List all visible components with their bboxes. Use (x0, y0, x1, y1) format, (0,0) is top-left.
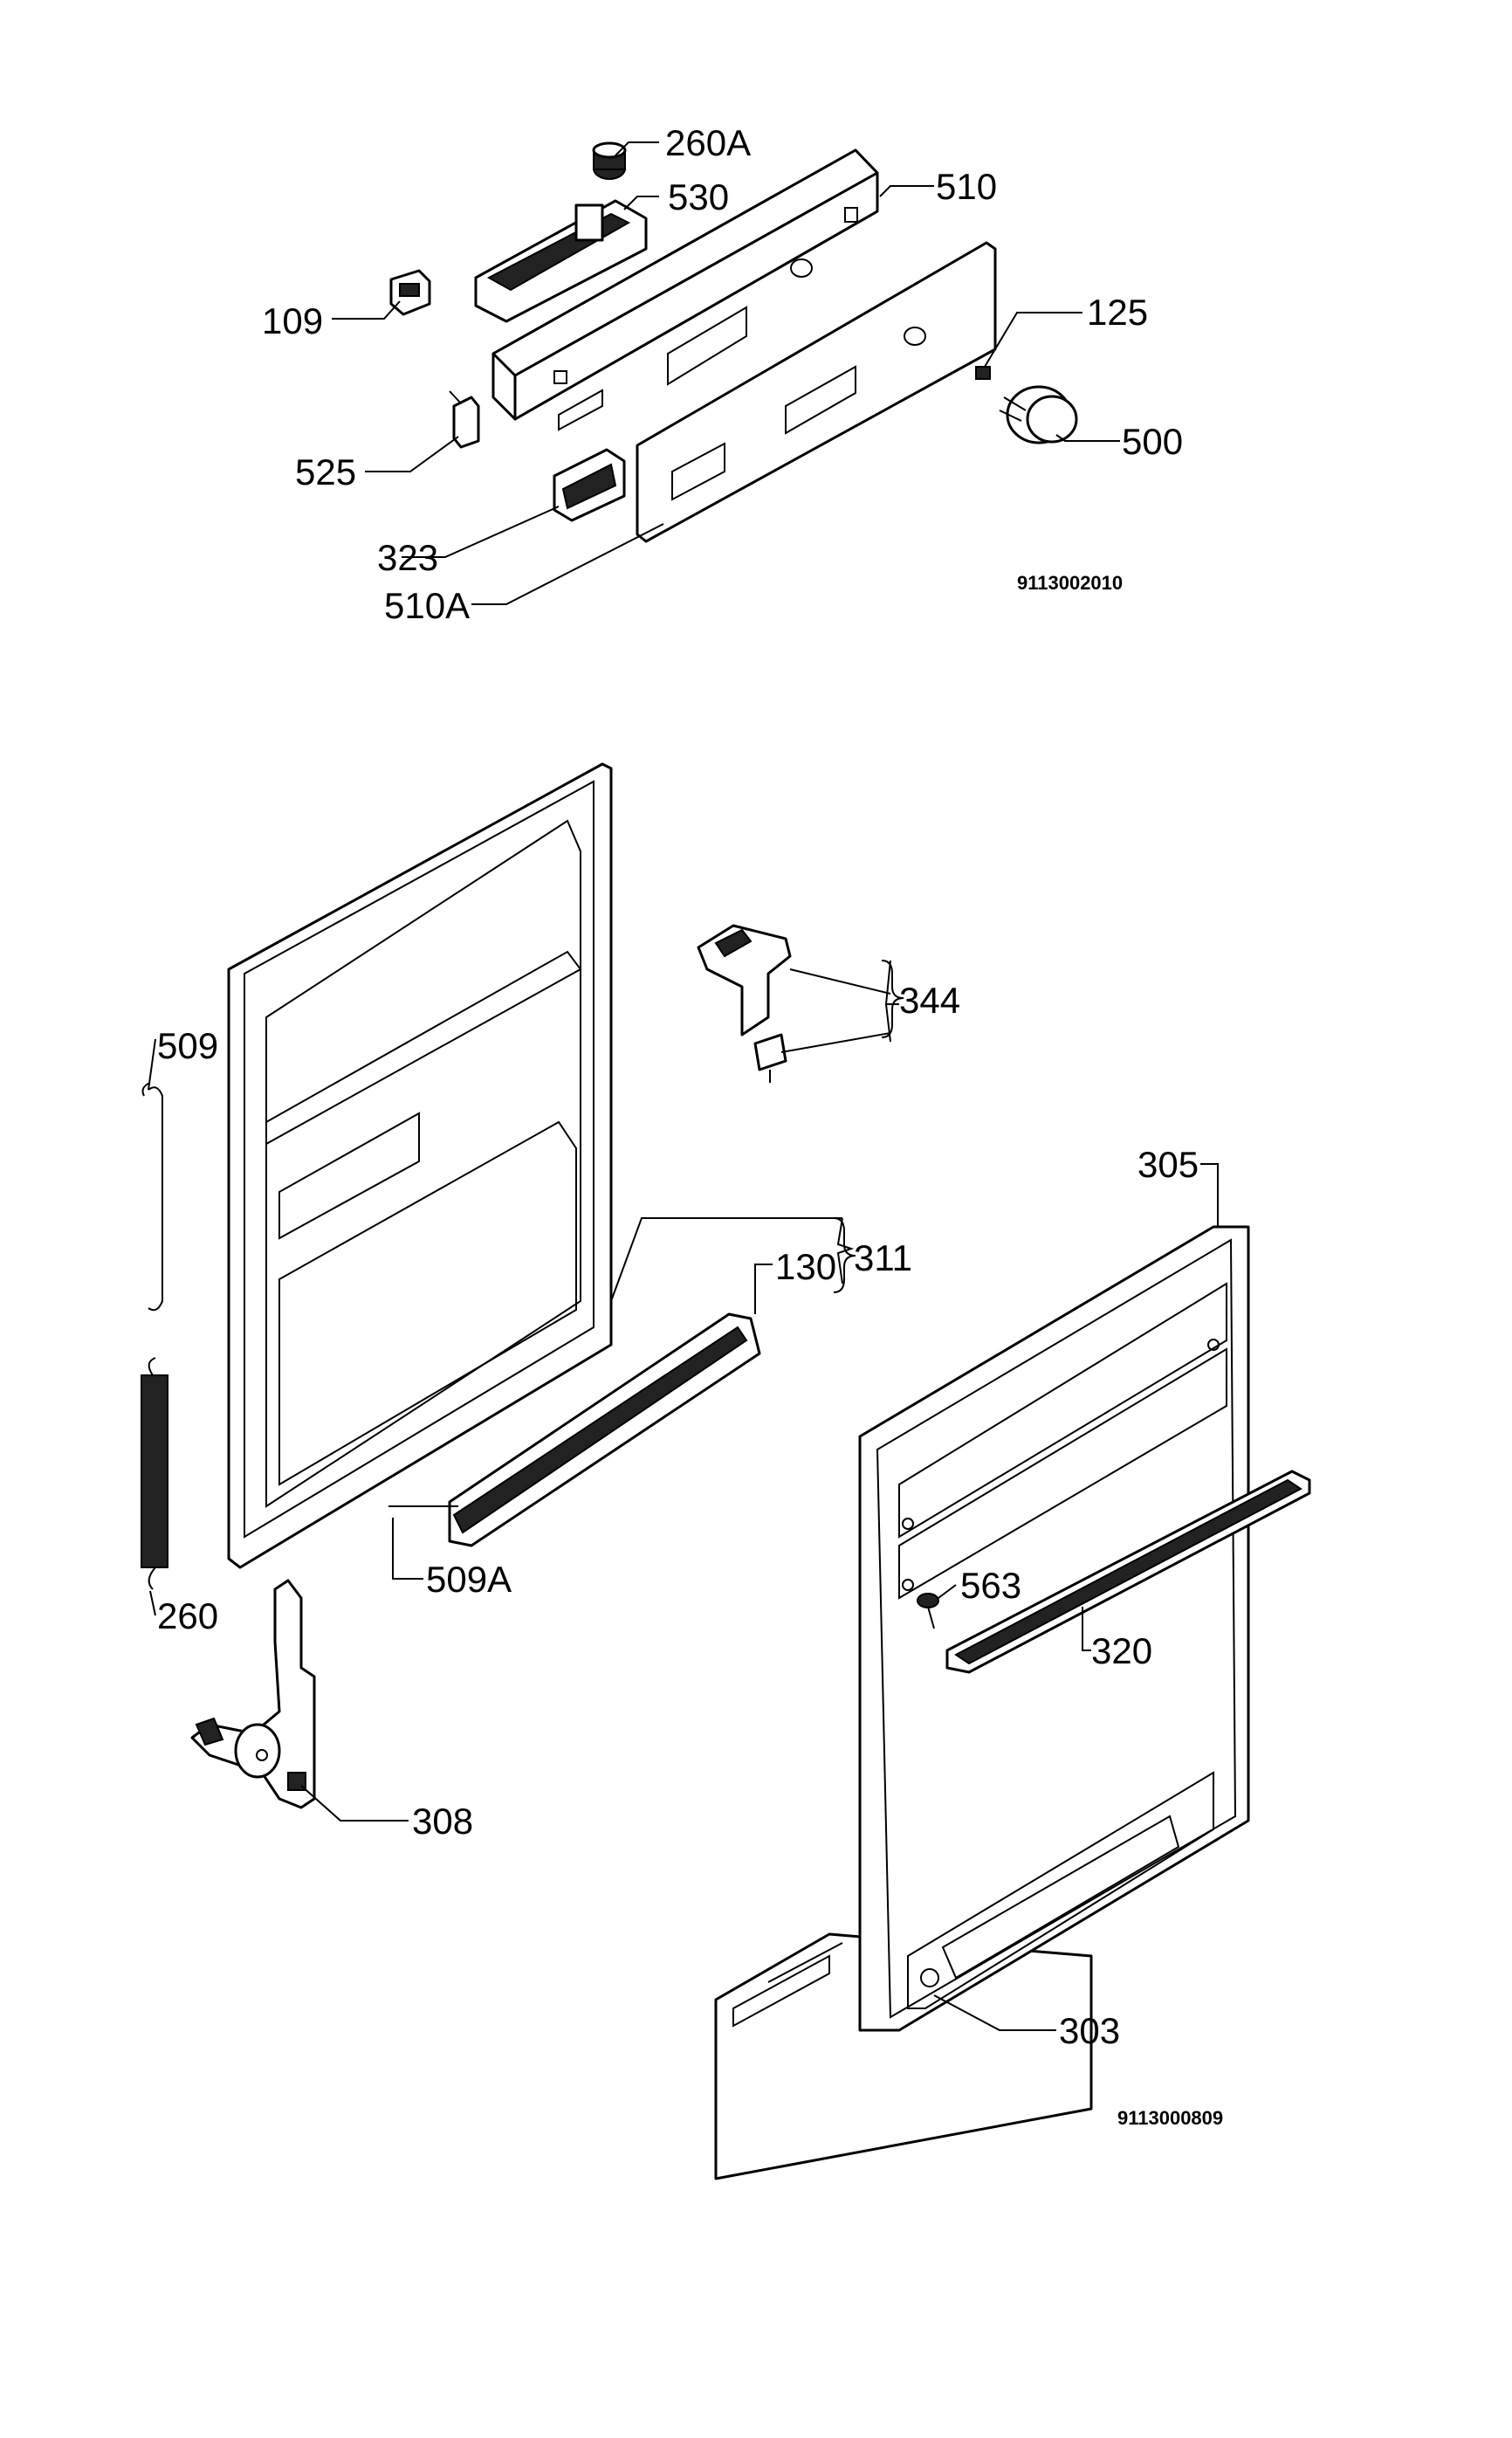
label-311: 311 (854, 1237, 912, 1278)
label-509A: 509A (426, 1559, 512, 1600)
control-panel-assembly: 260A 530 510 109 125 500 525 323 510A 91… (262, 122, 1183, 626)
part-323-button (553, 448, 626, 522)
label-525: 525 (295, 451, 356, 492)
part-510-control-panel (491, 148, 879, 431)
part-260A-spring (592, 141, 627, 180)
label-500: 500 (1122, 421, 1183, 462)
part-303-kick-panel (714, 1932, 1093, 2180)
label-344: 344 (899, 980, 960, 1021)
brace-311 (833, 1217, 856, 1293)
part-344-lock (697, 924, 792, 1083)
leader-lines-top (332, 141, 1120, 605)
figure-code-top: 9113002010 (1017, 572, 1123, 594)
label-530: 530 (668, 176, 729, 217)
part-260-spring (141, 1357, 168, 1590)
part-320-handle (945, 1470, 1311, 1674)
part-530-switch (474, 199, 648, 323)
part-500-knob (999, 385, 1078, 444)
label-260: 260 (157, 1595, 218, 1636)
part-125-spring (975, 366, 991, 380)
door-assembly: 344 509 305 311 130 260 509A 563 320 308… (141, 762, 1311, 2180)
label-109: 109 (262, 300, 323, 341)
brace-344 (881, 960, 904, 1038)
label-308: 308 (412, 1801, 473, 1842)
label-260A: 260A (665, 122, 751, 163)
label-563: 563 (960, 1565, 1021, 1606)
label-510: 510 (936, 166, 997, 207)
label-303: 303 (1059, 2010, 1120, 2051)
part-130-311-gasket (388, 1312, 761, 1547)
inner-door-frame (227, 762, 613, 1569)
label-509: 509 (157, 1025, 218, 1066)
part-563-screw (917, 1593, 939, 1629)
part-308-hinge (190, 1579, 316, 1809)
part-109-clip (389, 269, 431, 316)
part-525-clip (449, 390, 480, 449)
label-130: 130 (775, 1246, 836, 1287)
part-509-spring (141, 1082, 163, 1312)
label-323: 323 (377, 537, 438, 578)
figure-code-bottom: 9113000809 (1117, 2107, 1223, 2129)
label-305: 305 (1137, 1144, 1199, 1185)
label-510A: 510A (384, 585, 470, 626)
label-125: 125 (1087, 292, 1148, 333)
leader-lines-bottom (148, 960, 1219, 2031)
label-320: 320 (1091, 1630, 1152, 1671)
